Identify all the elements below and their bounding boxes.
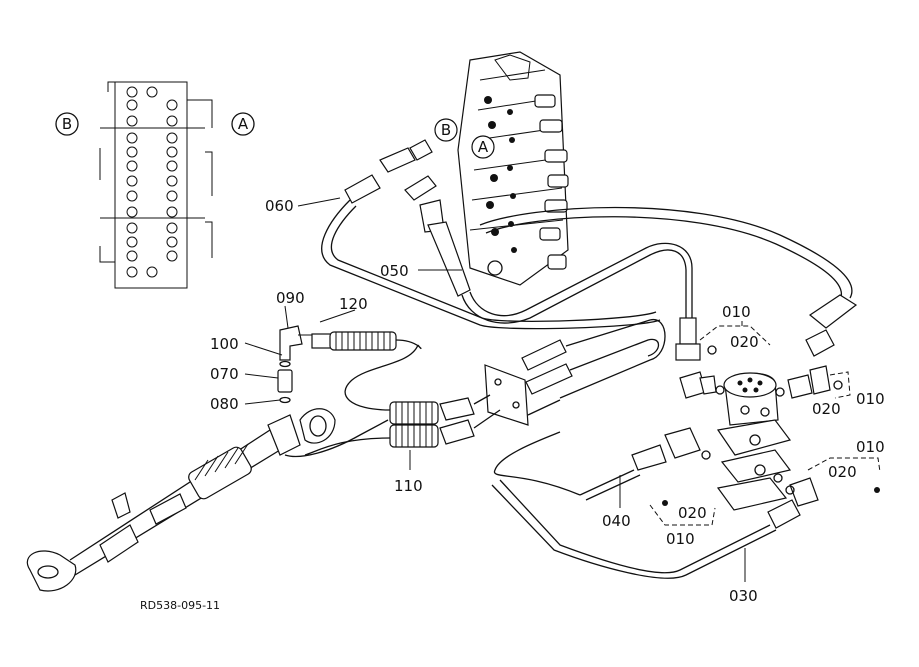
elbow-fitting-left	[679, 345, 725, 399]
hose-120	[311, 331, 422, 351]
hose-110	[304, 344, 501, 456]
elbow-fitting-right-top	[805, 294, 858, 357]
svg-text:B: B	[62, 115, 72, 133]
drawing-reference: RD538-095-11	[140, 599, 220, 612]
valve-port-inset	[99, 81, 213, 289]
label-120: 120	[339, 295, 368, 313]
group-bracket-lower-left	[649, 504, 716, 526]
label-010-top: 010	[722, 303, 751, 321]
control-valve-block	[457, 51, 569, 286]
circle-label-a-inset: A	[231, 112, 255, 136]
label-040: 040	[602, 512, 631, 530]
svg-text:B: B	[441, 121, 451, 139]
adapter-070	[277, 369, 293, 393]
label-010-lower-left: 010	[666, 530, 695, 548]
label-100: 100	[210, 335, 239, 353]
group-bracket-top	[699, 318, 771, 346]
fitting-port-b	[379, 139, 433, 173]
elbow-fitting-lower-right	[773, 473, 880, 507]
svg-text:A: A	[478, 138, 489, 156]
hose-050	[427, 221, 701, 361]
elbow-090	[279, 325, 312, 361]
label-090: 090	[276, 289, 305, 307]
hose-pair-to-bracket	[521, 319, 666, 416]
label-030: 030	[729, 587, 758, 605]
label-020-right: 020	[812, 400, 841, 418]
leader-lines	[244, 197, 746, 582]
o-ring-080	[279, 396, 291, 404]
elbow-fitting-lower-left	[662, 427, 711, 506]
label-110: 110	[394, 477, 423, 495]
circle-label-a-valve: A	[471, 135, 495, 159]
hydraulic-cylinder	[26, 408, 389, 592]
hose-060	[321, 174, 853, 330]
circle-label-b-valve: B	[434, 118, 458, 142]
svg-text:A: A	[238, 115, 249, 133]
label-020-lower-right: 020	[828, 463, 857, 481]
label-020-top: 020	[730, 333, 759, 351]
label-070: 070	[210, 365, 239, 383]
group-bracket-right	[829, 371, 851, 399]
label-060: 060	[265, 197, 294, 215]
circle-label-b-inset: B	[55, 112, 79, 136]
hose-040	[493, 431, 667, 501]
center-manifold	[716, 372, 792, 511]
group-bracket-lower-right	[807, 457, 881, 473]
label-010-right: 010	[856, 390, 885, 408]
hose-030	[491, 479, 801, 579]
label-050: 050	[380, 262, 409, 280]
label-080: 080	[210, 395, 239, 413]
o-ring-100	[279, 360, 291, 368]
elbow-fitting-right	[775, 365, 843, 399]
label-020-lower-left: 020	[678, 504, 707, 522]
label-010-lower-right: 010	[856, 438, 885, 456]
